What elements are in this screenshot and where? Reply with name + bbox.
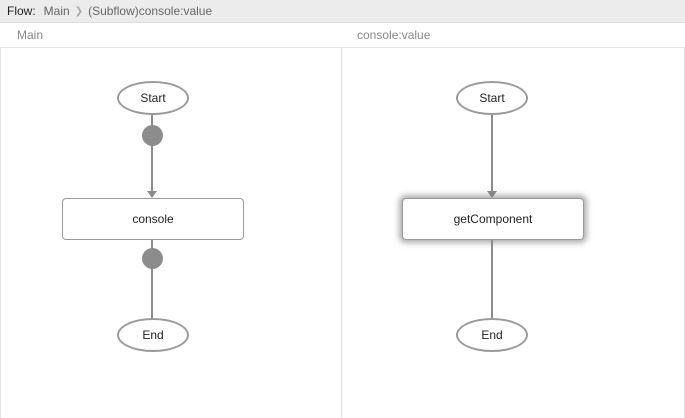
breadcrumb-main[interactable]: Main bbox=[43, 4, 70, 18]
subflow-end-node[interactable]: End bbox=[456, 318, 528, 352]
main-flow-canvas[interactable]: Start console End bbox=[0, 48, 341, 418]
subflow-canvas[interactable]: Start getComponent End bbox=[341, 48, 685, 418]
main-breakpoint-before-console[interactable] bbox=[142, 125, 163, 146]
subflow-edge-getcomponent-to-end bbox=[491, 240, 493, 328]
subflow-getcomponent-node[interactable]: getComponent bbox=[402, 198, 584, 240]
flow-label: Flow: bbox=[7, 4, 36, 18]
main-start-node[interactable]: Start bbox=[117, 81, 189, 115]
chevron-right-icon: ❯ bbox=[74, 5, 84, 17]
subflow-start-node[interactable]: Start bbox=[456, 81, 528, 115]
subflow-end-label: End bbox=[481, 328, 503, 342]
main-edge-start-to-console bbox=[151, 115, 153, 193]
main-start-label: Start bbox=[140, 91, 166, 105]
breadcrumb-subflow[interactable]: (Subflow)console:value bbox=[88, 4, 213, 18]
panel-titles-row: Main console:value bbox=[0, 23, 685, 48]
subflow-start-label: Start bbox=[479, 91, 505, 105]
subflow-edge-start-to-getcomponent bbox=[491, 115, 493, 193]
main-arrow-to-console bbox=[147, 191, 157, 198]
subflow-getcomponent-label: getComponent bbox=[453, 212, 533, 226]
subflow-panel-title: console:value bbox=[357, 28, 431, 42]
main-end-node[interactable]: End bbox=[117, 318, 189, 352]
main-end-label: End bbox=[142, 328, 164, 342]
main-breakpoint-after-console[interactable] bbox=[142, 248, 163, 269]
main-console-label: console bbox=[132, 212, 174, 226]
main-panel-title: Main bbox=[17, 28, 44, 42]
main-edge-console-to-end bbox=[151, 240, 153, 328]
subflow-arrow-to-getcomponent bbox=[487, 191, 497, 198]
flow-breadcrumb-bar: Flow: Main ❯ (Subflow)console:value bbox=[0, 0, 685, 23]
main-console-node[interactable]: console bbox=[62, 198, 244, 240]
